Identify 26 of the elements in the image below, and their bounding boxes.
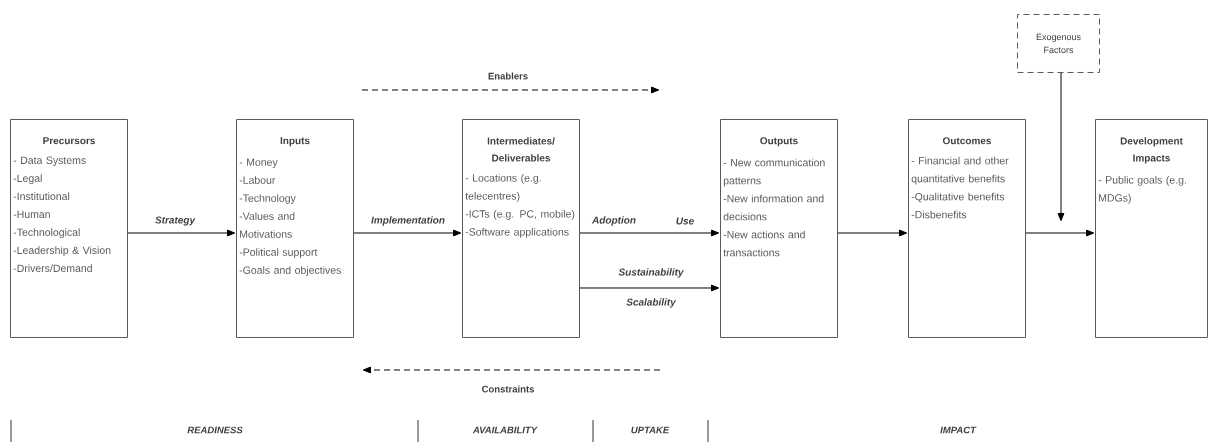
phase-label: IMPACT xyxy=(939,425,977,435)
dashed-box: Exogenous Factors xyxy=(1017,14,1100,73)
line-label: Use xyxy=(674,216,696,226)
line-label: Scalability xyxy=(625,297,677,309)
process-box: Outputs - New communication patterns -New information and decisions -New actions and transactions xyxy=(720,119,838,338)
phase-label: UPTAKE xyxy=(629,425,671,435)
process-box: Inputs - Money -Labour -Technology -Values and Motivations -Political support -Goals and objectives xyxy=(236,119,354,338)
arrow-label: Enablers xyxy=(486,71,530,81)
arrow xyxy=(837,229,908,237)
edge-label: Implementation xyxy=(370,215,446,227)
edge-label: Sustainability xyxy=(617,267,685,279)
arrow xyxy=(1025,229,1095,237)
arrow xyxy=(1057,72,1065,222)
arrow xyxy=(579,284,720,292)
edge-label: Strategy xyxy=(154,215,196,227)
arrow xyxy=(353,229,462,237)
arrow-label: Constraints xyxy=(480,384,536,394)
process-box: Precursors - Data Systems -Legal -Institutional -Human -Technological -Leadership & Vision -Drivers/Demand xyxy=(10,119,128,338)
phase-label: READINESS xyxy=(186,425,244,435)
process-box: Development Impacts - Public goals (e.g. MDGs) xyxy=(1095,119,1208,338)
process-box: Intermediates/ Deliverables - Locations (e.g. telecentres) -ICTs (e.g. PC, mobile) -Software applications xyxy=(462,119,580,338)
phase-label: AVAILABILITY xyxy=(472,425,538,435)
arrow xyxy=(579,229,720,237)
process-box: Outcomes - Financial and other quantitative benefits -Qualitative benefits -Disbenefits xyxy=(908,119,1026,338)
arrow xyxy=(127,229,236,237)
edge-label: Adoption xyxy=(591,215,637,227)
